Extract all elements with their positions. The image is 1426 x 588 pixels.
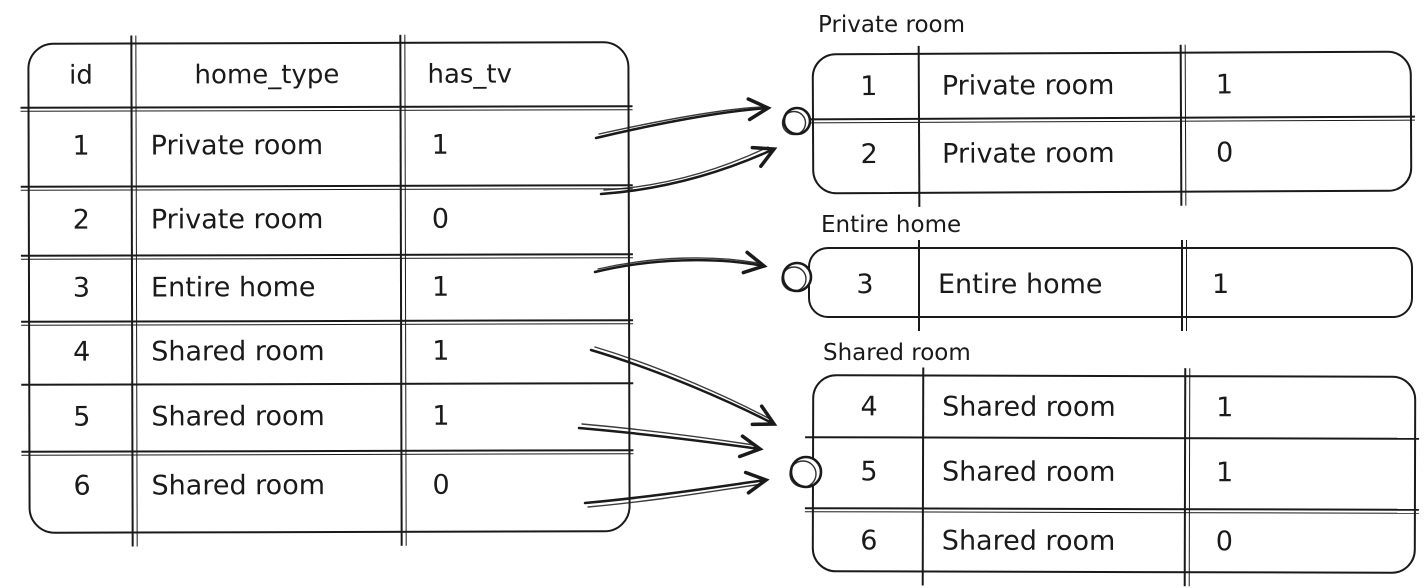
column-header-has-tv: has_tv [427, 59, 513, 90]
group-table-entire-home: 3 Entire home 1 [808, 240, 1413, 331]
table-row: 1 Private room 1 [30, 105, 628, 186]
cell-has-tv: 1 [1215, 69, 1234, 101]
group-label: Private room [818, 12, 965, 38]
cell-has-tv: 0 [431, 203, 450, 235]
cell-id: 2 [72, 204, 90, 236]
cell-id: 4 [860, 390, 878, 422]
table-row: 3 Entire home 1 [30, 253, 628, 321]
cell-has-tv: 1 [1212, 269, 1230, 300]
cell-has-tv: 1 [432, 335, 450, 367]
table-row: 5 Shared room 1 [30, 382, 628, 451]
cell-has-tv: 0 [432, 469, 450, 501]
column-divider-id [918, 240, 921, 331]
table-row: 1 Private room 1 [814, 53, 1410, 119]
cell-id: 1 [860, 71, 878, 103]
cell-has-tv: 1 [431, 129, 449, 161]
cell-home-type: Private room [942, 137, 1115, 170]
cell-id: 4 [73, 336, 91, 368]
table-row: 6 Shared room 0 [814, 507, 1414, 576]
group-anchor-circle [781, 261, 813, 293]
cell-home-type: Private room [150, 204, 324, 236]
cell-home-type: Shared room [151, 469, 326, 501]
cell-has-tv: 1 [1216, 391, 1234, 423]
cell-id: 1 [72, 130, 90, 162]
table-row: 2 Private room 0 [30, 184, 628, 255]
cell-id: 6 [73, 470, 91, 502]
group-label: Entire home [821, 212, 962, 238]
header-row: id home_type has_tv [29, 43, 627, 107]
cell-home-type: Shared room [941, 456, 1116, 489]
cell-home-type: Shared room [151, 336, 325, 368]
cell-id: 5 [73, 401, 91, 433]
cell-has-tv: 1 [432, 400, 450, 432]
cell-home-type: Entire home [150, 271, 316, 303]
cell-id: 3 [856, 269, 874, 300]
cell-id: 6 [860, 525, 878, 557]
cell-id: 3 [72, 272, 91, 304]
table-row: 4 Shared room 1 [814, 376, 1414, 438]
cell-id: 2 [860, 139, 878, 171]
table-row: 6 Shared room 0 [30, 449, 628, 521]
table-row: 4 Shared room 1 [30, 319, 628, 384]
group-table-private-room: 1 Private room 1 2 Private room 0 [804, 44, 1415, 207]
cell-home-type: Entire home [938, 269, 1103, 300]
cell-has-tv: 0 [1216, 137, 1234, 169]
group-label: Shared room [823, 340, 971, 366]
cell-id: 5 [860, 456, 878, 488]
table-row: 5 Shared room 1 [814, 436, 1414, 509]
cell-home-type: Private room [941, 69, 1115, 102]
cell-home-type: Shared room [151, 401, 325, 433]
cell-has-tv: 1 [1215, 457, 1234, 489]
cell-has-tv: 0 [1215, 526, 1234, 558]
cell-home-type: Private room [150, 130, 324, 162]
group-table-shared-room: 4 Shared room 1 5 Shared room 1 6 Shared… [804, 367, 1420, 587]
table-row: 3 Entire home 1 [810, 249, 1411, 320]
cell-home-type: Shared room [942, 391, 1116, 423]
cell-has-tv: 1 [431, 271, 450, 303]
column-header-id: id [69, 60, 93, 91]
source-table: id home_type has_tv 1 Private room 1 2 P… [20, 34, 634, 547]
column-divider-has-tv [1181, 240, 1187, 331]
cell-home-type: Shared room [941, 525, 1116, 558]
table-row: 2 Private room 0 [814, 116, 1410, 192]
column-header-home-type: home_type [194, 59, 340, 91]
